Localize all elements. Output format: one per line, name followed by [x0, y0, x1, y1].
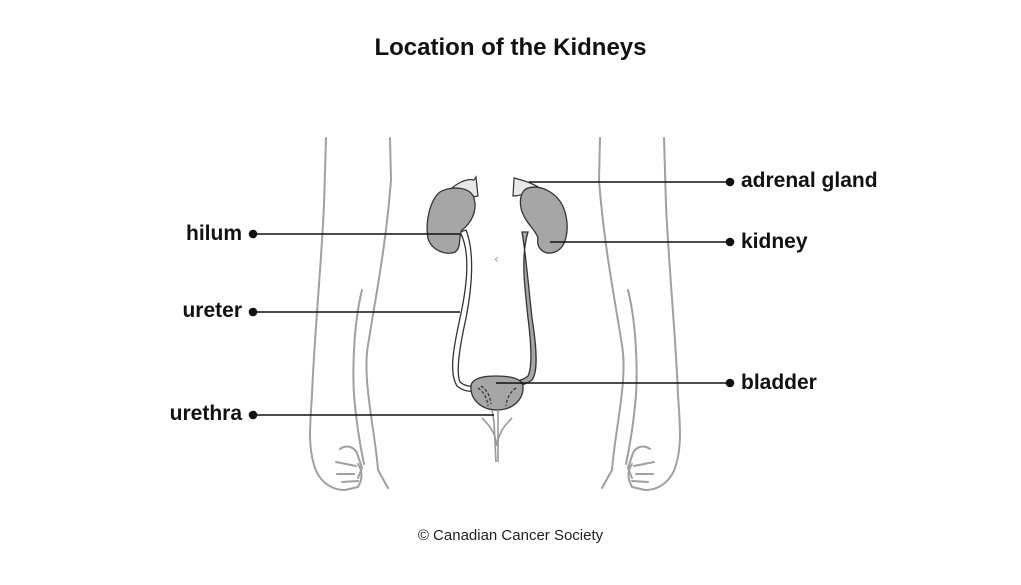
label-urethra: urethra — [170, 402, 243, 425]
right-ureter — [505, 231, 537, 387]
page-title: Location of the Kidneys — [374, 34, 647, 61]
left-arm-outer — [309, 137, 363, 491]
urethra — [491, 409, 499, 463]
center-mark: ‹ — [494, 252, 499, 266]
right-torso-edge — [598, 137, 625, 489]
leader-dot-ureter — [248, 307, 258, 317]
leader-dot-bladder — [725, 378, 735, 388]
label-bladder: bladder — [741, 371, 817, 394]
left-hand — [335, 445, 363, 483]
left-arm-inner — [352, 289, 365, 465]
left-torso-edge — [365, 137, 392, 489]
leader-dot-urethra — [248, 410, 258, 420]
bladder — [470, 375, 524, 411]
label-adrenal-gland: adrenal gland — [741, 169, 878, 192]
right-arm-outer — [627, 137, 681, 491]
copyright-credit: © Canadian Cancer Society — [417, 527, 604, 544]
body-outline — [309, 137, 681, 491]
leader-dot-hilum — [248, 229, 258, 239]
leader-dot-adrenal-gland — [725, 177, 735, 187]
label-kidney: kidney — [741, 230, 808, 253]
right-hand — [627, 445, 655, 483]
right-kidney — [519, 186, 568, 254]
groin-lines — [481, 417, 513, 447]
bladder-ducts — [477, 385, 517, 407]
leader-dot-kidney — [725, 237, 735, 247]
left-ureter — [452, 229, 493, 392]
right-arm-inner — [625, 289, 638, 465]
leader-lines — [248, 177, 735, 420]
label-ureter: ureter — [182, 299, 242, 322]
label-hilum: hilum — [186, 222, 242, 245]
